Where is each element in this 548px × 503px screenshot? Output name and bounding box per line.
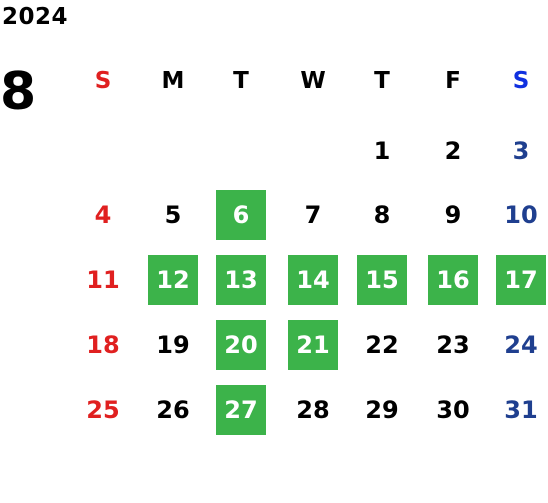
day-cell-26[interactable]: 26: [156, 396, 190, 424]
weekday-header-sun: S: [94, 68, 112, 94]
month-label: 8: [0, 62, 37, 122]
day-cell-17[interactable]: 17: [496, 255, 546, 305]
day-cell-12[interactable]: 12: [148, 255, 198, 305]
day-cell-22[interactable]: 22: [365, 331, 399, 359]
day-cell-8[interactable]: 8: [373, 201, 391, 229]
day-cell-23[interactable]: 23: [436, 331, 470, 359]
day-cell-11[interactable]: 11: [86, 266, 120, 294]
day-cell-19[interactable]: 19: [156, 331, 190, 359]
day-cell-21[interactable]: 21: [288, 320, 338, 370]
day-cell-3[interactable]: 3: [512, 137, 530, 165]
day-cell-10[interactable]: 10: [504, 201, 538, 229]
year-label: 2024: [2, 4, 69, 30]
weekday-header-thu: T: [374, 68, 390, 94]
day-cell-7[interactable]: 7: [304, 201, 322, 229]
day-cell-28[interactable]: 28: [296, 396, 330, 424]
day-cell-20[interactable]: 20: [216, 320, 266, 370]
weekday-header-mon: M: [161, 68, 185, 94]
day-cell-4[interactable]: 4: [94, 201, 112, 229]
day-cell-31[interactable]: 31: [504, 396, 538, 424]
day-cell-1[interactable]: 1: [373, 137, 391, 165]
day-cell-15[interactable]: 15: [357, 255, 407, 305]
weekday-header-wed: W: [300, 68, 326, 94]
day-cell-27[interactable]: 27: [216, 385, 266, 435]
day-cell-30[interactable]: 30: [436, 396, 470, 424]
day-cell-24[interactable]: 24: [504, 331, 538, 359]
day-cell-13[interactable]: 13: [216, 255, 266, 305]
day-cell-5[interactable]: 5: [164, 201, 182, 229]
day-cell-14[interactable]: 14: [288, 255, 338, 305]
day-cell-9[interactable]: 9: [444, 201, 462, 229]
day-cell-2[interactable]: 2: [444, 137, 462, 165]
day-cell-16[interactable]: 16: [428, 255, 478, 305]
weekday-header-tue: T: [233, 68, 249, 94]
day-cell-29[interactable]: 29: [365, 396, 399, 424]
day-cell-18[interactable]: 18: [86, 331, 120, 359]
day-cell-6[interactable]: 6: [216, 190, 266, 240]
weekday-header-fri: F: [445, 68, 461, 94]
weekday-header-sat: S: [512, 68, 530, 94]
day-cell-25[interactable]: 25: [86, 396, 120, 424]
